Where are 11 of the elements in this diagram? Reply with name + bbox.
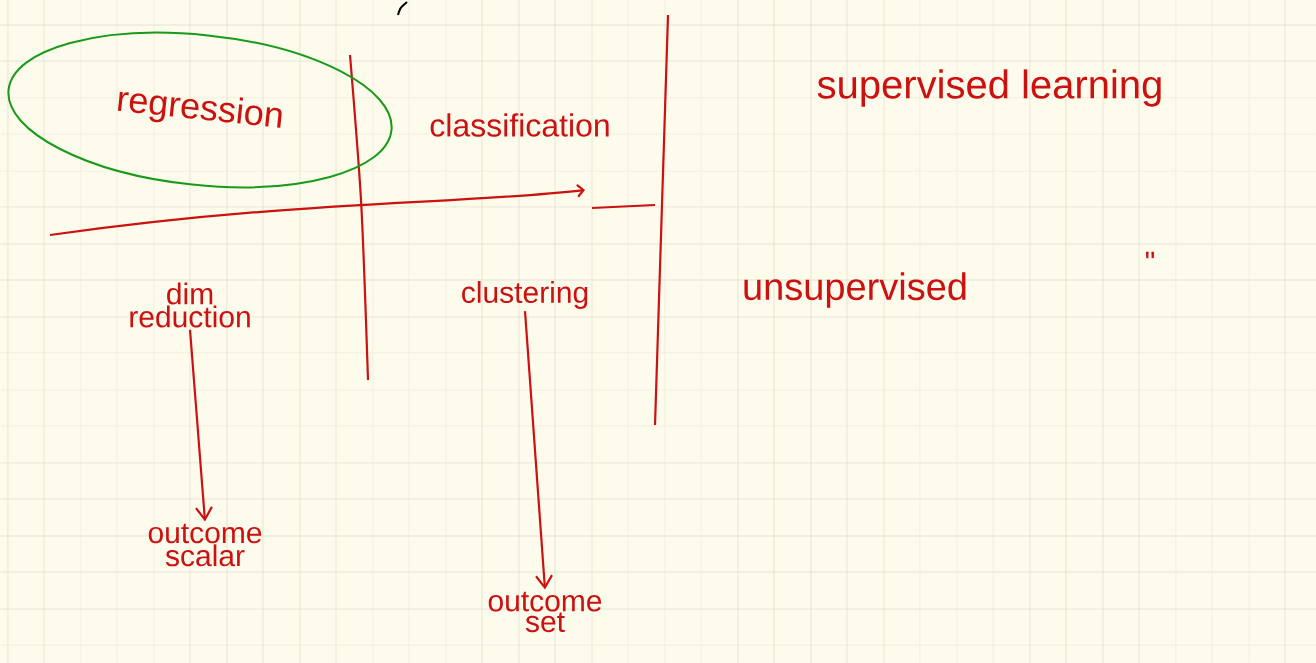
handwritten-label: classification <box>430 113 609 137</box>
handwritten-word: outcome scalar <box>148 523 262 567</box>
handwritten-word: clustering <box>462 281 588 309</box>
arrow <box>523 311 553 590</box>
handwritten-label: " <box>1145 251 1155 259</box>
arrow <box>188 329 213 522</box>
circled-word: regression <box>7 31 393 189</box>
handwritten-label: supervised learning <box>817 69 1161 107</box>
handwritten-word: dim reduction <box>130 282 250 328</box>
handwritten-label: unsupervised <box>744 272 966 308</box>
handwritten-word: outcome set <box>488 591 602 633</box>
